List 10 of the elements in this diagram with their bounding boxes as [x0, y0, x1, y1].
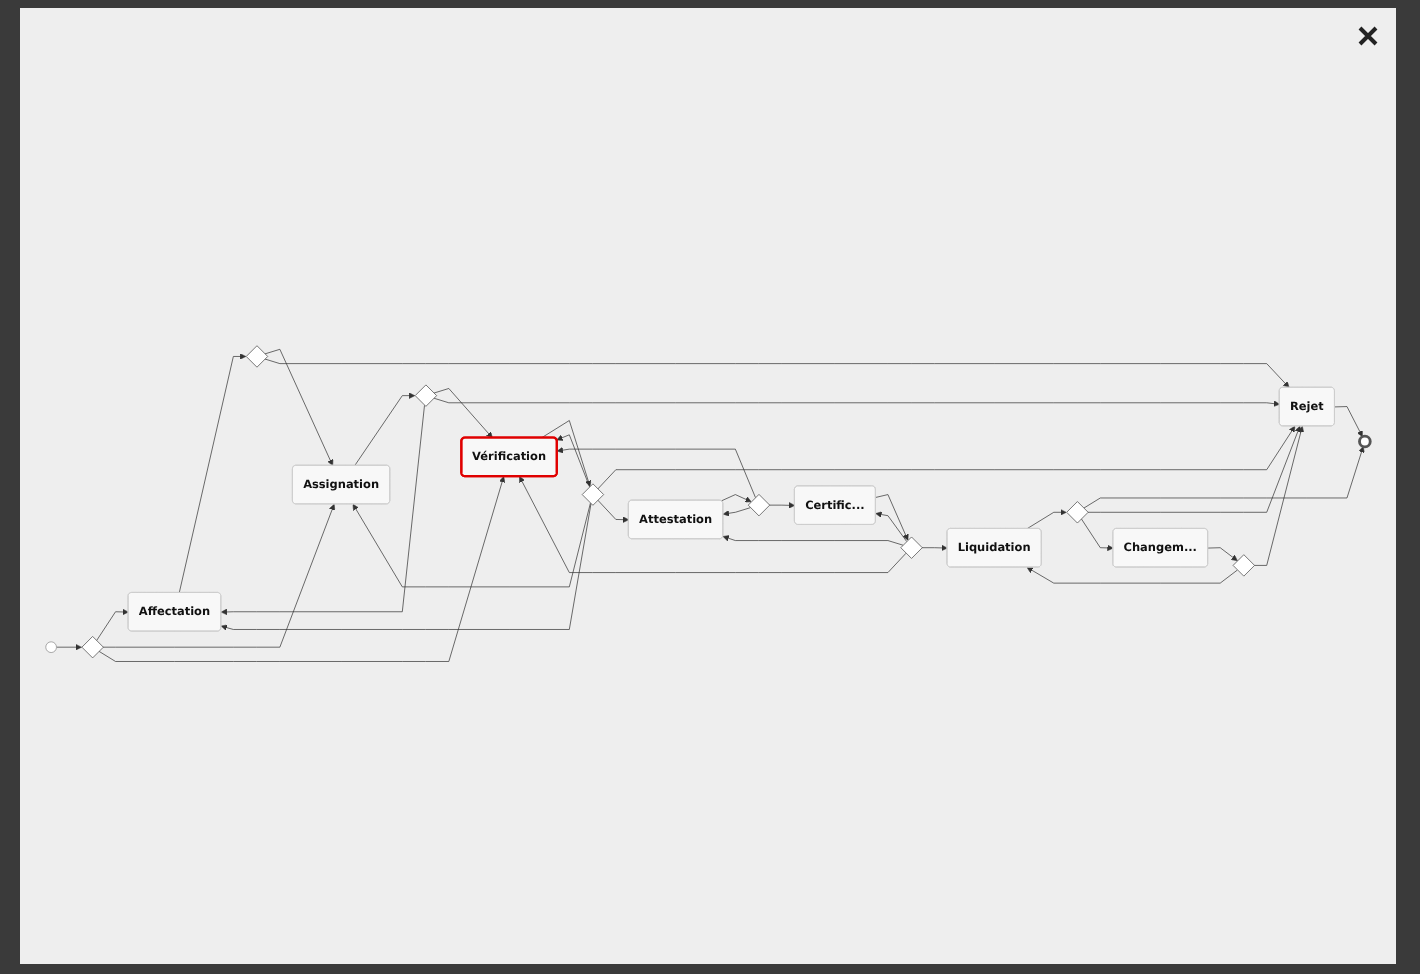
- node-diamond: [414, 384, 437, 408]
- node-diamond: [245, 345, 269, 368]
- node-circle: [1358, 435, 1372, 449]
- node-diamond: [1232, 554, 1255, 577]
- node-diamond: [1066, 501, 1089, 524]
- node-diamond: [900, 537, 923, 560]
- node-diamond: [747, 494, 771, 517]
- node-diamond: [81, 636, 104, 659]
- node-circle: [45, 641, 57, 654]
- node-diamond: [581, 483, 605, 507]
